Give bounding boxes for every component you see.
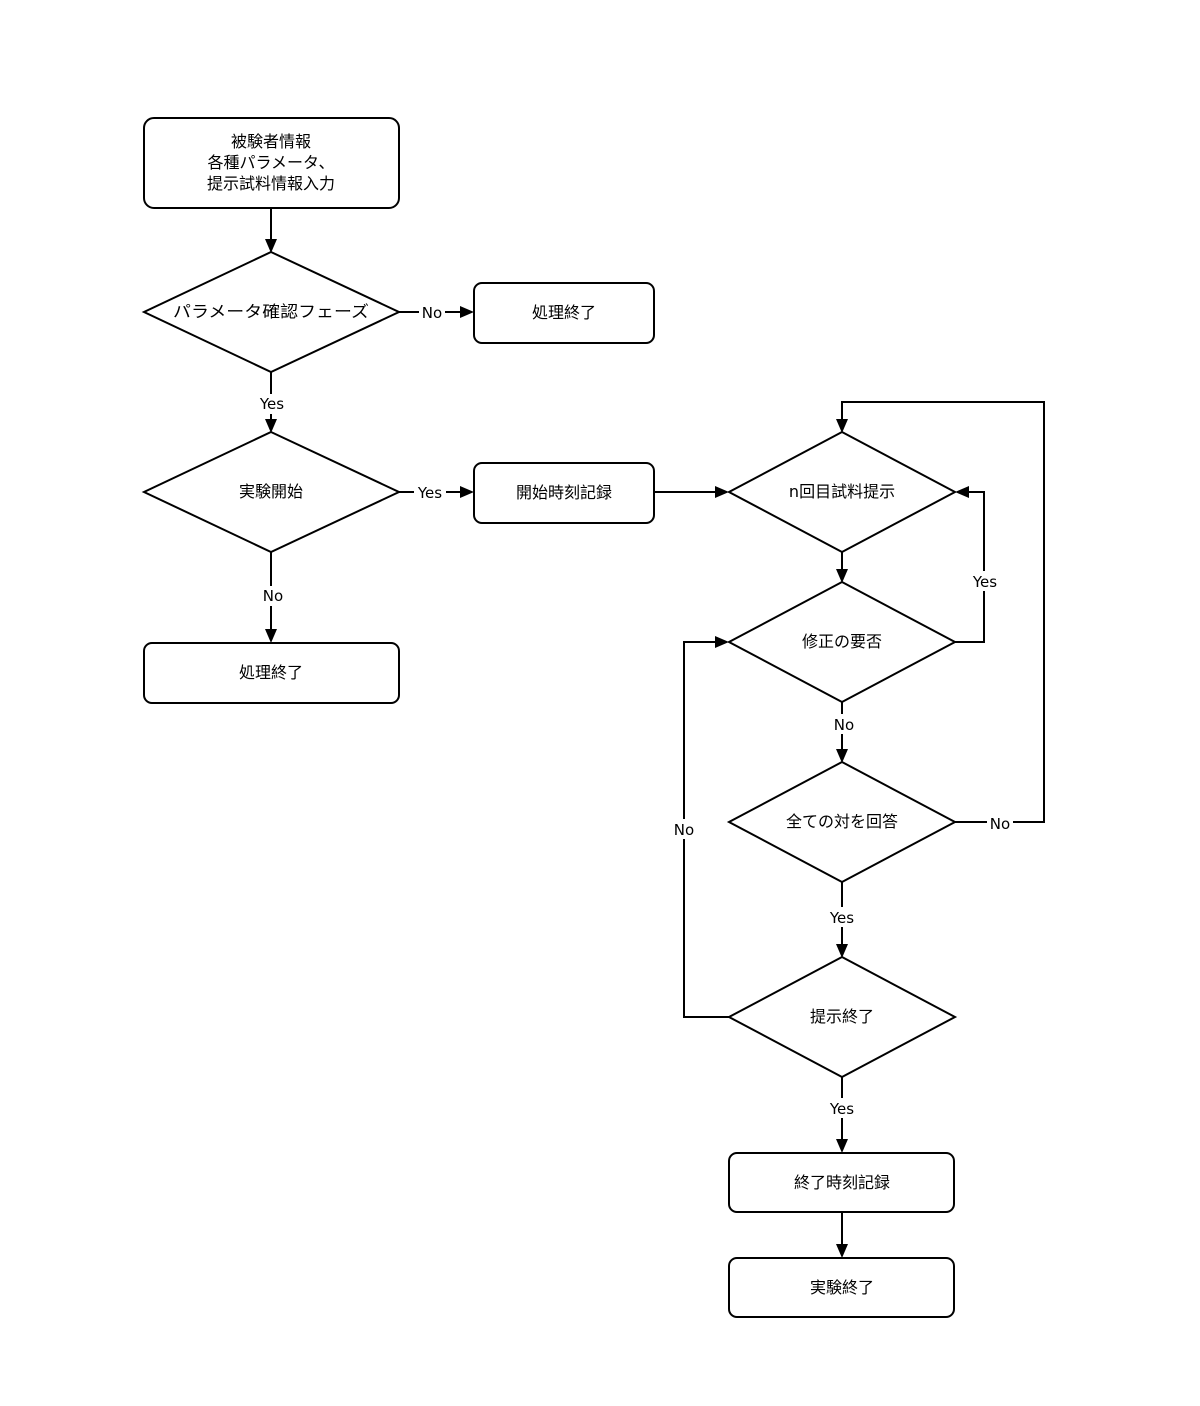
edge-all-no: No bbox=[836, 401, 1045, 833]
node-end-process-2: 処理終了 bbox=[143, 642, 400, 704]
edge-param-no: No bbox=[399, 302, 474, 322]
edge-label-all-no: No bbox=[990, 815, 1010, 833]
node-input: 被験者情報 各種パラメータ、 提示試料情報入力 bbox=[143, 117, 400, 209]
edge-rend-to-exp bbox=[836, 1212, 848, 1258]
node-need-fix: 修正の要否 bbox=[726, 580, 958, 704]
node-end-process-1: 処理終了 bbox=[473, 282, 655, 344]
node-all-answered: 全ての対を回答 bbox=[726, 760, 958, 884]
edge-fix-yes: Yes bbox=[955, 486, 1000, 643]
edge-label-pend-yes: Yes bbox=[829, 1100, 854, 1118]
edge-label-start-yes: Yes bbox=[417, 484, 442, 502]
edge-label-all-yes: Yes bbox=[829, 909, 854, 927]
node-start-exp: 実験開始 bbox=[141, 430, 402, 554]
node-input-line-2: 各種パラメータ、 bbox=[207, 153, 334, 172]
edge-label-param-no: No bbox=[422, 304, 442, 322]
edges: No Yes Yes No bbox=[256, 208, 1045, 1258]
node-param-check-label: パラメータ確認フェーズ bbox=[173, 302, 369, 321]
edge-label-fix-no: No bbox=[834, 716, 854, 734]
edge-start-yes: Yes bbox=[399, 482, 474, 502]
edge-present-to-fix bbox=[836, 552, 848, 583]
node-record-start-label: 開始時刻記録 bbox=[516, 483, 612, 502]
edge-record-to-present bbox=[654, 486, 729, 498]
edge-pend-yes: Yes bbox=[826, 1077, 858, 1153]
node-present-n: n回目試料提示 bbox=[726, 430, 958, 554]
node-record-end: 終了時刻記録 bbox=[728, 1152, 955, 1213]
node-start-exp-label: 実験開始 bbox=[239, 482, 303, 501]
node-input-line-1: 被験者情報 bbox=[231, 132, 311, 151]
node-present-end-label: 提示終了 bbox=[810, 1007, 874, 1026]
edge-label-param-yes: Yes bbox=[259, 395, 284, 413]
nodes: 被験者情報 各種パラメータ、 提示試料情報入力 パラメータ確認フェーズ 処理終了… bbox=[141, 117, 958, 1318]
edge-start-no: No bbox=[259, 552, 285, 643]
edge-param-yes: Yes bbox=[256, 372, 287, 433]
node-end-process-1-label: 処理終了 bbox=[532, 303, 596, 322]
edge-label-fix-yes: Yes bbox=[972, 573, 997, 591]
edge-label-pend-no: No bbox=[674, 821, 694, 839]
node-record-end-label: 終了時刻記録 bbox=[794, 1173, 890, 1192]
node-present-n-label: n回目試料提示 bbox=[789, 482, 895, 501]
node-all-answered-label: 全ての対を回答 bbox=[786, 812, 898, 831]
edge-all-yes: Yes bbox=[826, 882, 858, 958]
edge-input-to-param bbox=[265, 208, 277, 253]
node-input-line-3: 提示試料情報入力 bbox=[207, 174, 335, 193]
node-exp-end-label: 実験終了 bbox=[810, 1278, 874, 1297]
edge-fix-no: No bbox=[830, 702, 856, 763]
edge-pend-no: No bbox=[671, 636, 729, 1018]
node-present-end: 提示終了 bbox=[726, 955, 958, 1079]
node-need-fix-label: 修正の要否 bbox=[802, 632, 882, 651]
edge-label-start-no: No bbox=[263, 587, 283, 605]
node-end-process-2-label: 処理終了 bbox=[239, 663, 303, 682]
node-param-check: パラメータ確認フェーズ bbox=[141, 250, 402, 374]
node-record-start: 開始時刻記録 bbox=[473, 462, 655, 524]
node-exp-end: 実験終了 bbox=[728, 1257, 955, 1318]
